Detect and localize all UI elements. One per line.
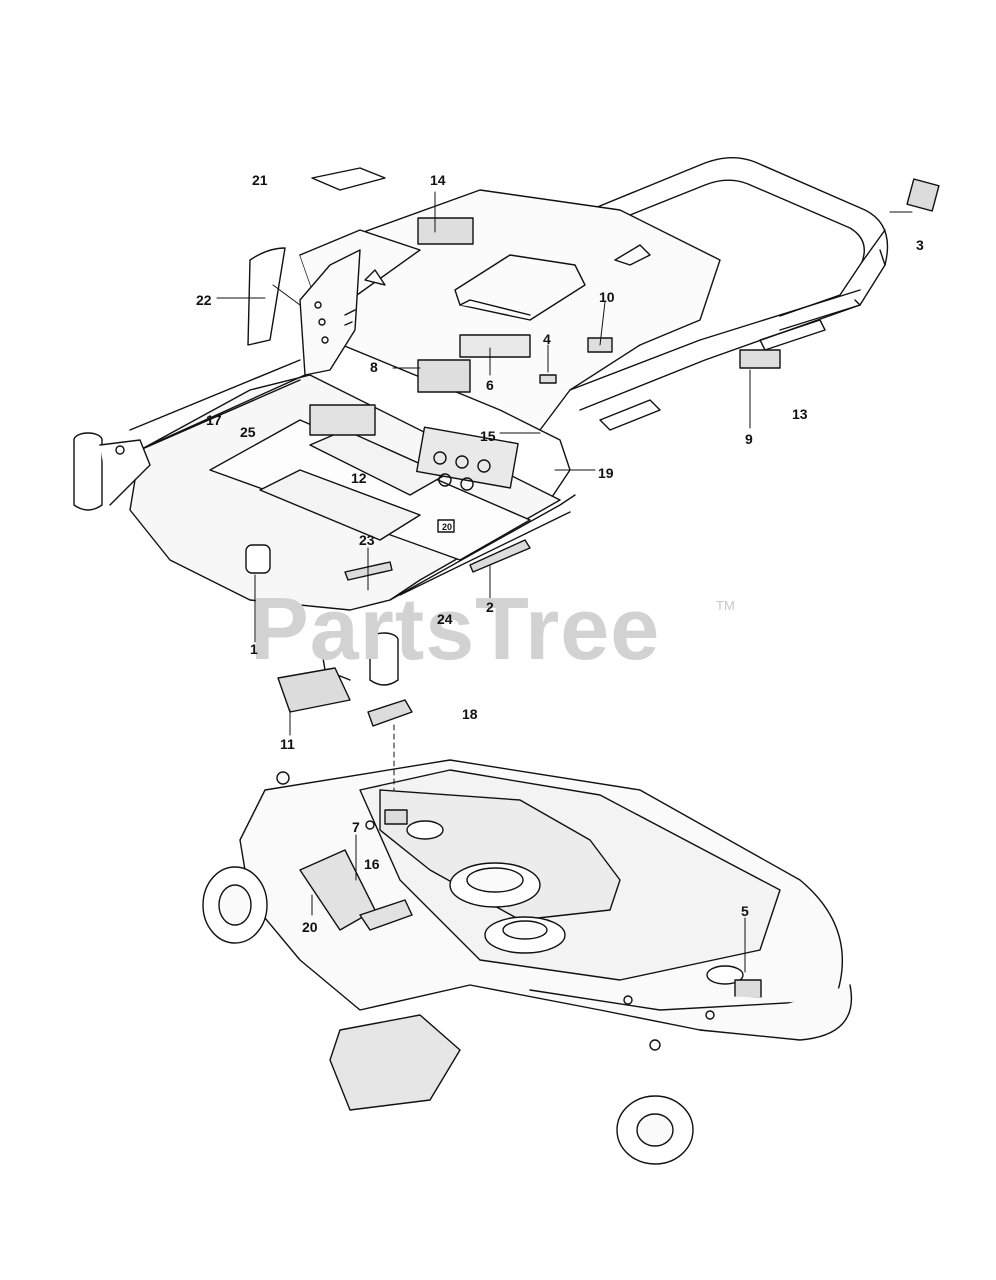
decal-20-text: 20 — [442, 522, 452, 532]
callout-21: 21 — [252, 172, 268, 188]
callout-10: 10 — [599, 289, 615, 305]
callout-19: 19 — [598, 465, 614, 481]
callout-24: 24 — [437, 611, 453, 627]
callout-14: 14 — [430, 172, 446, 188]
callout-5: 5 — [741, 903, 749, 919]
callout-6: 6 — [486, 377, 494, 393]
callout-8: 8 — [370, 359, 378, 375]
callout-12: 12 — [351, 470, 367, 486]
callout-7: 7 — [352, 819, 360, 835]
leader-lines — [216, 191, 913, 973]
callout-1: 1 — [250, 641, 258, 657]
callout-16: 16 — [364, 856, 380, 872]
callout-11: 11 — [280, 736, 295, 752]
callout-13: 13 — [792, 406, 808, 422]
caster-mount-right — [319, 632, 399, 686]
watermark-tm: TM — [716, 598, 735, 613]
callout-17: 17 — [206, 412, 222, 428]
callout-3: 3 — [916, 237, 924, 253]
callout-9: 9 — [745, 431, 753, 447]
front-frame-rails — [129, 359, 576, 601]
mower-deck — [202, 759, 852, 1165]
callout-2: 2 — [486, 599, 494, 615]
console-decals — [309, 217, 781, 533]
partstree-watermark: PartsTree — [250, 579, 661, 678]
callout-18: 18 — [462, 706, 478, 722]
callout-4: 4 — [543, 331, 551, 347]
callout-20: 20 — [302, 919, 318, 935]
callout-22: 22 — [196, 292, 212, 308]
callout-23: 23 — [359, 532, 375, 548]
callout-15: 15 — [480, 428, 496, 444]
callout-25: 25 — [240, 424, 256, 440]
chassis-top-plate — [299, 189, 721, 431]
rear-handle-frame — [589, 157, 889, 331]
caster-mount-left — [73, 432, 151, 511]
